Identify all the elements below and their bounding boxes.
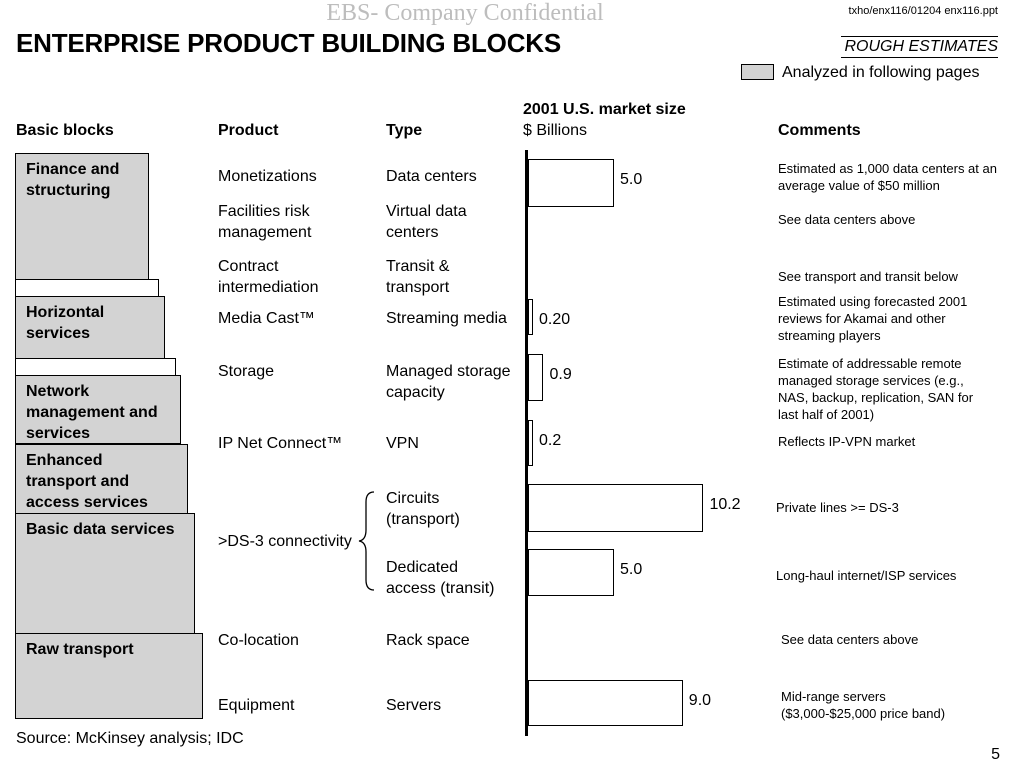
- market-bar: [528, 420, 533, 466]
- brace-connector: [358, 491, 375, 591]
- type-cell: Virtual data centers: [386, 203, 467, 241]
- block-finance-structuring: Finance and structuring: [15, 153, 149, 280]
- type-cell: Circuits (transport): [386, 490, 460, 528]
- source-note: Source: McKinsey analysis; IDC: [16, 730, 244, 747]
- product-cell: Equipment: [218, 697, 295, 714]
- market-bar: [528, 354, 544, 401]
- market-bar-label: 0.2: [539, 432, 562, 449]
- type-cell: Transit & transport: [386, 258, 450, 296]
- market-bar: [528, 680, 683, 726]
- block-divider-1: [15, 279, 159, 297]
- market-bar: [528, 159, 614, 207]
- comment-cell: Estimated using forecasted 2001 reviews …: [778, 294, 968, 343]
- comment-cell: See data centers above: [781, 632, 919, 647]
- type-cell: Data centers: [386, 168, 477, 185]
- type-cell: Streaming media: [386, 310, 507, 327]
- col-header-market-unit: $ Billions: [523, 122, 588, 139]
- block-raw-transport: Raw transport: [15, 633, 203, 719]
- type-cell: Servers: [386, 697, 442, 714]
- product-cell: >DS-3 connectivity: [218, 533, 352, 550]
- comment-cell: Long-haul internet/ISP services: [776, 568, 957, 583]
- market-bar-label: 5.0: [620, 561, 643, 578]
- comment-cell: Estimate of addressable remote managed s…: [778, 356, 974, 422]
- chart-axis: [525, 150, 528, 736]
- col-header-type: Type: [386, 122, 423, 139]
- product-cell: Facilities risk management: [218, 203, 312, 241]
- comment-cell: See transport and transit below: [778, 269, 958, 284]
- market-bar-label: 0.9: [549, 366, 572, 383]
- page-number: 5: [991, 746, 1000, 763]
- comment-cell: Mid-range servers ($3,000-$25,000 price …: [781, 689, 946, 721]
- confidential-watermark: EBS- Company Confidential: [326, 0, 604, 26]
- type-cell: VPN: [386, 435, 419, 452]
- product-cell: Media Cast™: [218, 310, 315, 327]
- type-cell: Dedicated access (transit): [386, 559, 495, 597]
- block-divider-2: [15, 358, 176, 376]
- block-enhanced-transport: Enhanced transport and access services: [15, 444, 188, 514]
- comment-cell: See data centers above: [778, 212, 916, 227]
- type-cell: Managed storage capacity: [386, 363, 511, 401]
- product-cell: Contract intermediation: [218, 258, 319, 296]
- market-bar: [528, 549, 614, 596]
- file-reference: txho/enx116/01204 enx116.ppt: [848, 5, 998, 17]
- type-cell: Rack space: [386, 632, 470, 649]
- market-bar-label: 9.0: [688, 692, 712, 709]
- product-cell: IP Net Connect™: [218, 435, 343, 452]
- rough-estimates-label: ROUGH ESTIMATES: [840, 36, 998, 58]
- market-bar-label: 5.0: [620, 171, 643, 188]
- comment-cell: Estimated as 1,000 data centers at an av…: [778, 161, 997, 193]
- col-header-comments: Comments: [778, 122, 861, 139]
- product-cell: Storage: [218, 363, 275, 380]
- page-title: ENTERPRISE PRODUCT BUILDING BLOCKS: [16, 28, 562, 58]
- market-bar-label: 10.2: [709, 496, 741, 513]
- comment-cell: Reflects IP-VPN market: [778, 434, 916, 449]
- col-header-basic-blocks: Basic blocks: [16, 122, 114, 139]
- legend-swatch: [741, 64, 774, 80]
- block-network-management: Network management and services: [15, 375, 181, 444]
- block-horizontal-services: Horizontal services: [15, 296, 165, 359]
- market-bar: [528, 299, 533, 335]
- market-bar-label: 0.20: [539, 311, 571, 328]
- product-cell: Monetizations: [218, 168, 317, 185]
- comment-cell: Private lines >= DS-3: [776, 500, 899, 515]
- legend-text: Analyzed in following pages: [782, 64, 980, 81]
- col-header-product: Product: [218, 122, 279, 139]
- block-basic-data-services: Basic data services: [15, 513, 195, 634]
- product-cell: Co-location: [218, 632, 299, 649]
- col-header-market-title: 2001 U.S. market size: [523, 101, 686, 118]
- market-bar: [528, 484, 704, 532]
